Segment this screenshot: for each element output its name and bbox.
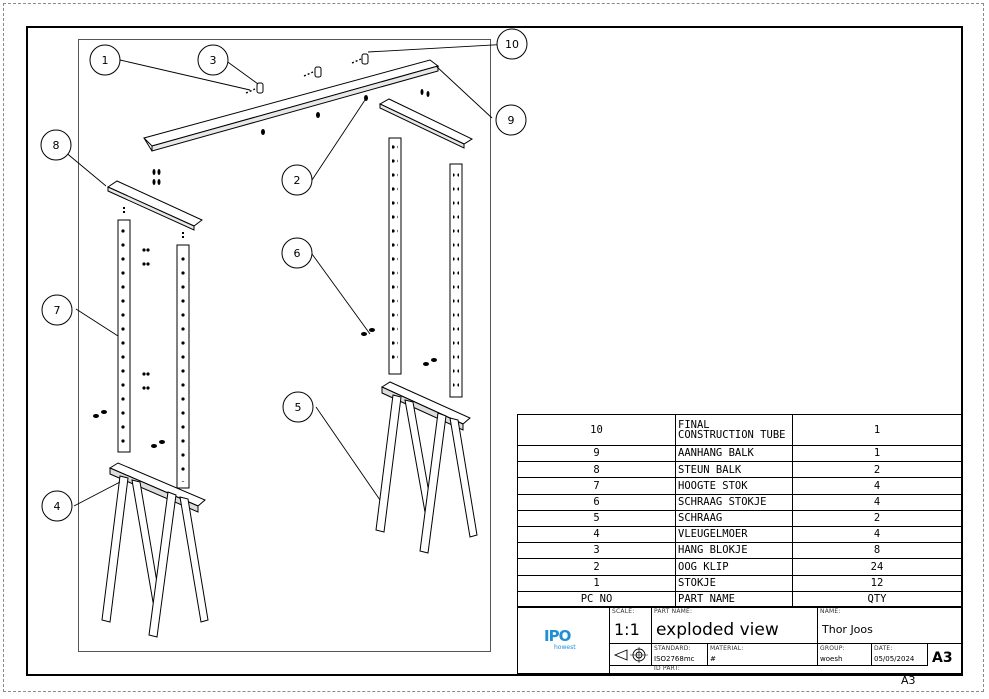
projection-symbol-icon	[613, 647, 648, 663]
date-cell: DATE: 05/05/2024	[872, 644, 928, 666]
bom-row: 1 STOKJE 12	[517, 574, 962, 592]
callout-2: 2	[281, 164, 313, 196]
callout-8: 8	[40, 129, 72, 161]
callout-10: 10	[496, 28, 528, 60]
svg-text:6: 6	[294, 247, 301, 260]
part-3-hang-blokjes	[256, 53, 369, 94]
callout-4: 4	[41, 490, 73, 522]
bom-row: 7 HOOGTE STOK 4	[517, 477, 962, 495]
bom-row: 4 VLEUGELMOER 4	[517, 525, 962, 544]
drawing-frame	[26, 26, 963, 676]
sheet-size-mark: A3	[901, 674, 916, 687]
part-8-steun-balk-right	[378, 98, 474, 149]
svg-text:8: 8	[53, 139, 60, 152]
name-cell: NAME: Thor Joos	[818, 607, 961, 644]
bom-row: 9 AANHANG BALK 1	[517, 444, 962, 463]
svg-text:10: 10	[505, 38, 519, 51]
bom-row: 10 FINAL CONSTRUCTION TUBE 1	[517, 414, 962, 446]
bom-row: 5 SCHRAAG 2	[517, 509, 962, 527]
part-name-value: exploded view	[656, 620, 779, 640]
bom-row: 2 OOG KLIP 24	[517, 558, 962, 576]
svg-text:5: 5	[295, 401, 302, 414]
part-4-6-small-parts	[93, 248, 437, 448]
svg-text:1: 1	[102, 54, 109, 67]
part-9-aanhang-balk	[143, 59, 440, 152]
bom-row: 6 SCHRAAG STOKJE 4	[517, 493, 962, 511]
part-7-hoogte-stokken-right	[388, 137, 463, 398]
projection-symbol-cell	[610, 644, 652, 666]
svg-text:9: 9	[508, 114, 515, 127]
bom-header-row: PC NO PART NAME QTY	[517, 590, 962, 608]
part-8-steun-balk-left	[106, 180, 203, 231]
material-cell: MATERIAL: #	[708, 644, 818, 666]
bill-of-materials: 10 FINAL CONSTRUCTION TUBE 1 9 AANHANG B…	[517, 414, 962, 608]
group-cell: GROUP: woesh	[818, 644, 872, 666]
logo-cell: IPO howest	[518, 607, 610, 673]
standard-cell: STANDARD: ISO2768mc	[652, 644, 708, 666]
svg-text:3: 3	[210, 54, 217, 67]
sheet-size-cell: A3	[932, 650, 953, 666]
callout-5: 5	[282, 391, 314, 423]
screw-dashes	[245, 58, 362, 94]
author-name: Thor Joos	[822, 623, 873, 636]
id-part-cell: ID PART:	[654, 665, 680, 672]
part-7-hoogte-stokken-left	[117, 207, 190, 489]
scale-value: 1:1	[614, 620, 640, 639]
callout-9: 9	[495, 104, 527, 136]
svg-text:4: 4	[54, 500, 61, 513]
title-block: IPO howest SCALE: 1:1 PART NAME: explode…	[517, 606, 962, 674]
bom-row: 3 HANG BLOKJE 8	[517, 542, 962, 560]
svg-text:7: 7	[54, 304, 61, 317]
scale-cell: SCALE: 1:1	[610, 607, 652, 644]
callout-balloons: 1 3 10 9 8 2 6 7 5 4	[40, 28, 528, 522]
howest-logo: howest	[554, 644, 576, 651]
part-2-oog-klips	[152, 89, 430, 185]
ipo-logo: IPO	[544, 627, 571, 645]
bom-row: 8 STEUN BALK 2	[517, 461, 962, 479]
callout-6: 6	[281, 237, 313, 269]
callout-3: 3	[197, 44, 229, 76]
sheet-outer-border	[3, 3, 984, 692]
part-5-schraag-right	[375, 381, 478, 554]
part-name-cell: PART NAME: exploded view	[652, 607, 818, 644]
callout-7: 7	[41, 294, 73, 326]
view-frame	[78, 39, 491, 652]
callout-1: 1	[89, 44, 121, 76]
svg-text:2: 2	[294, 174, 301, 187]
part-5-schraag-left	[101, 462, 209, 638]
